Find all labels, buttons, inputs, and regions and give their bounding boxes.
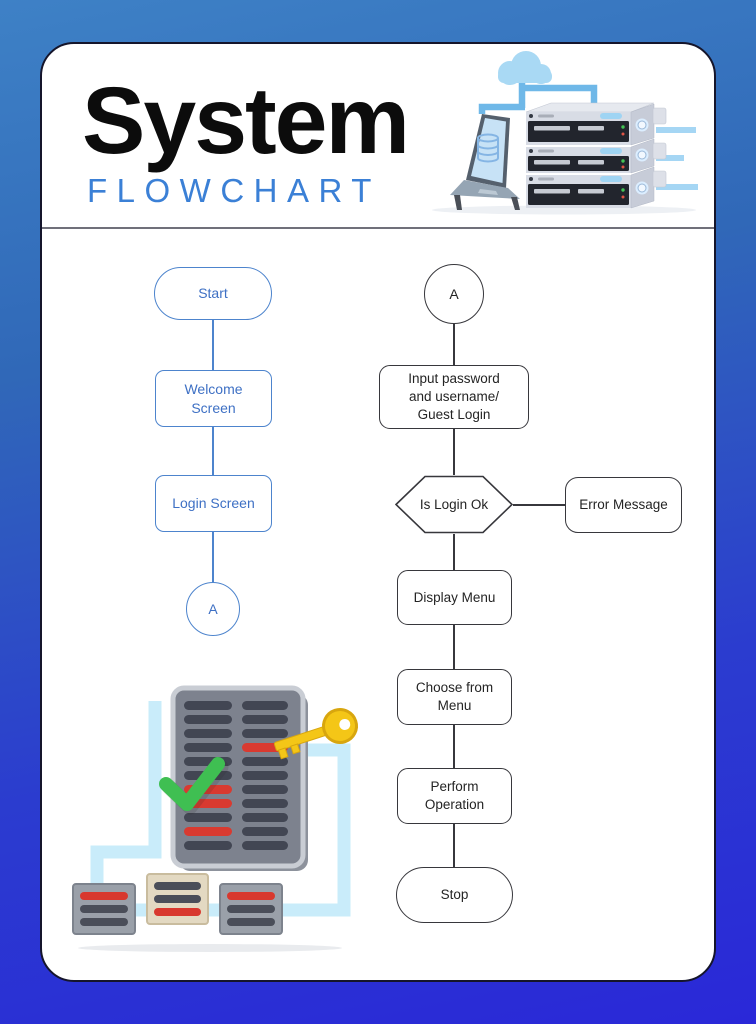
server-stack-icon bbox=[525, 102, 667, 209]
flow-node-choose-from-menu: Choose from Menu bbox=[397, 669, 512, 725]
ground-shadow bbox=[78, 944, 342, 952]
record-card bbox=[146, 873, 209, 925]
key-icon bbox=[273, 708, 358, 760]
server-unit bbox=[526, 138, 667, 174]
flow-node-welcome-line1: Welcome bbox=[184, 381, 243, 398]
page-subtitle: FLOWCHART bbox=[87, 172, 381, 209]
poster-card: System FLOWCHART bbox=[40, 42, 716, 982]
laptop-icon bbox=[450, 114, 520, 210]
connector-login-a bbox=[212, 532, 214, 582]
flow-node-choose-line1: Choose from bbox=[415, 680, 494, 696]
flow-node-input-line2: and username/ bbox=[408, 389, 500, 405]
database-icon bbox=[477, 133, 499, 163]
connector-perform-stop bbox=[453, 824, 455, 867]
server-unit bbox=[526, 166, 667, 209]
connector-input-decision bbox=[453, 429, 455, 475]
flow-node-display-menu: Display Menu bbox=[397, 570, 512, 625]
network-lines bbox=[478, 80, 598, 114]
flow-node-welcome-line2: Screen bbox=[191, 399, 236, 416]
flow-node-connector-a-left-label: A bbox=[208, 600, 218, 617]
flow-node-decision: Is Login Ok bbox=[395, 475, 513, 534]
flow-node-stop-label: Stop bbox=[440, 887, 469, 903]
flow-node-start: Start bbox=[154, 267, 272, 320]
flow-node-login-screen: Login Screen bbox=[155, 475, 272, 532]
flow-node-decision-label: Is Login Ok bbox=[419, 497, 489, 512]
decision-hexagon-shape bbox=[395, 475, 513, 534]
flow-node-perform-operation: Perform Operation bbox=[397, 768, 512, 824]
slat-rows-right bbox=[242, 701, 288, 850]
flow-node-stop: Stop bbox=[396, 867, 513, 923]
flow-node-connector-a-right: A bbox=[424, 264, 484, 324]
flow-node-start-label: Start bbox=[198, 285, 228, 302]
flow-node-error-label: Error Message bbox=[579, 497, 668, 513]
connector-welcome-login bbox=[212, 427, 214, 475]
checkmark-icon bbox=[159, 757, 229, 815]
flow-node-error-message: Error Message bbox=[565, 477, 682, 533]
laptop-servers-cloud-illustration bbox=[432, 51, 698, 215]
flow-node-input-line1: Input password bbox=[408, 371, 500, 387]
connector-decision-display bbox=[453, 534, 455, 570]
flow-node-input-credentials: Input password and username/ Guest Login bbox=[379, 365, 529, 429]
page-title: System bbox=[82, 68, 410, 174]
cloud-icon bbox=[498, 51, 552, 85]
flow-node-input-line3: Guest Login bbox=[417, 406, 491, 422]
record-card bbox=[219, 883, 283, 935]
checklist-key-checkmark-illustration bbox=[72, 685, 358, 952]
flow-node-perform-line1: Perform bbox=[430, 779, 479, 795]
flow-node-display-label: Display Menu bbox=[413, 589, 496, 605]
connector-start-welcome bbox=[212, 320, 214, 370]
flow-node-login-label: Login Screen bbox=[172, 495, 255, 512]
connector-display-choose bbox=[453, 625, 455, 669]
server-unit bbox=[526, 103, 667, 146]
flow-node-choose-line2: Menu bbox=[437, 698, 472, 713]
flow-node-welcome-screen: Welcome Screen bbox=[155, 370, 272, 427]
flow-node-connector-a-right-label: A bbox=[449, 285, 459, 302]
flow-node-perform-line2: Operation bbox=[424, 797, 485, 812]
header-divider bbox=[42, 227, 714, 229]
connector-a-input bbox=[453, 324, 455, 365]
connector-choose-perform bbox=[453, 725, 455, 768]
flow-node-connector-a-left: A bbox=[186, 582, 240, 636]
checklist-panel bbox=[170, 685, 308, 871]
record-card bbox=[72, 883, 136, 935]
connector-decision-error bbox=[513, 504, 565, 506]
